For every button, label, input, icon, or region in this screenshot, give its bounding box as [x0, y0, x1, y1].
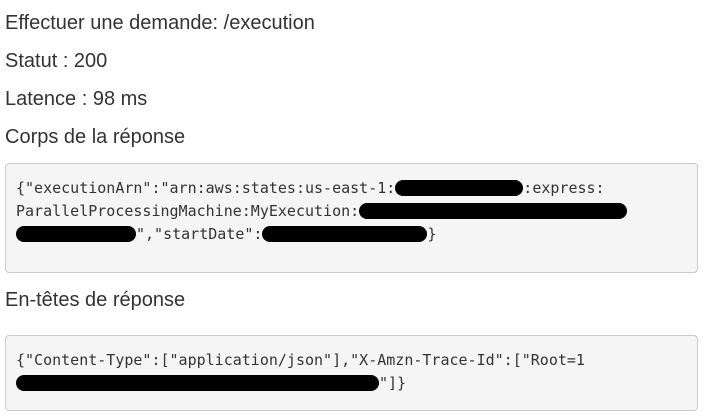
- redacted-execution-id: [16, 226, 136, 242]
- response-body-box: {"executionArn":"arn:aws:states:us-east-…: [5, 163, 698, 273]
- redacted-execution-id: [359, 203, 628, 219]
- response-body-text: }: [427, 225, 437, 243]
- response-body-text: ParallelProcessingMachine:MyExecution:: [16, 202, 360, 220]
- response-body-text: :express:: [523, 179, 605, 197]
- response-body-text: ","startDate":: [136, 225, 263, 243]
- response-headers-heading: En-têtes de réponse: [5, 289, 186, 311]
- redacted-trace-id: [16, 375, 379, 391]
- redacted-start-date: [262, 226, 428, 242]
- status-line: Statut : 200: [5, 50, 108, 72]
- response-body-heading: Corps de la réponse: [5, 126, 186, 148]
- response-body-text: {"executionArn":"arn:aws:states:us-east-…: [16, 179, 396, 197]
- response-body-line-1: {"executionArn":"arn:aws:states:us-east-…: [16, 177, 687, 200]
- response-headers-line-1: {"Content-Type":["application/json"],"X-…: [16, 351, 585, 369]
- request-line: Effectuer une demande: /execution: [5, 12, 315, 34]
- response-headers-box: {"Content-Type":["application/json"],"X-…: [5, 335, 698, 411]
- response-headers-text: "]}: [379, 374, 407, 392]
- response-headers-line-2: "]}: [16, 372, 687, 395]
- redacted-account-id: [395, 180, 524, 196]
- latency-line: Latence : 98 ms: [5, 88, 148, 110]
- response-body-line-2: ParallelProcessingMachine:MyExecution:: [16, 200, 687, 223]
- response-body-line-3: ","startDate":}: [16, 223, 687, 246]
